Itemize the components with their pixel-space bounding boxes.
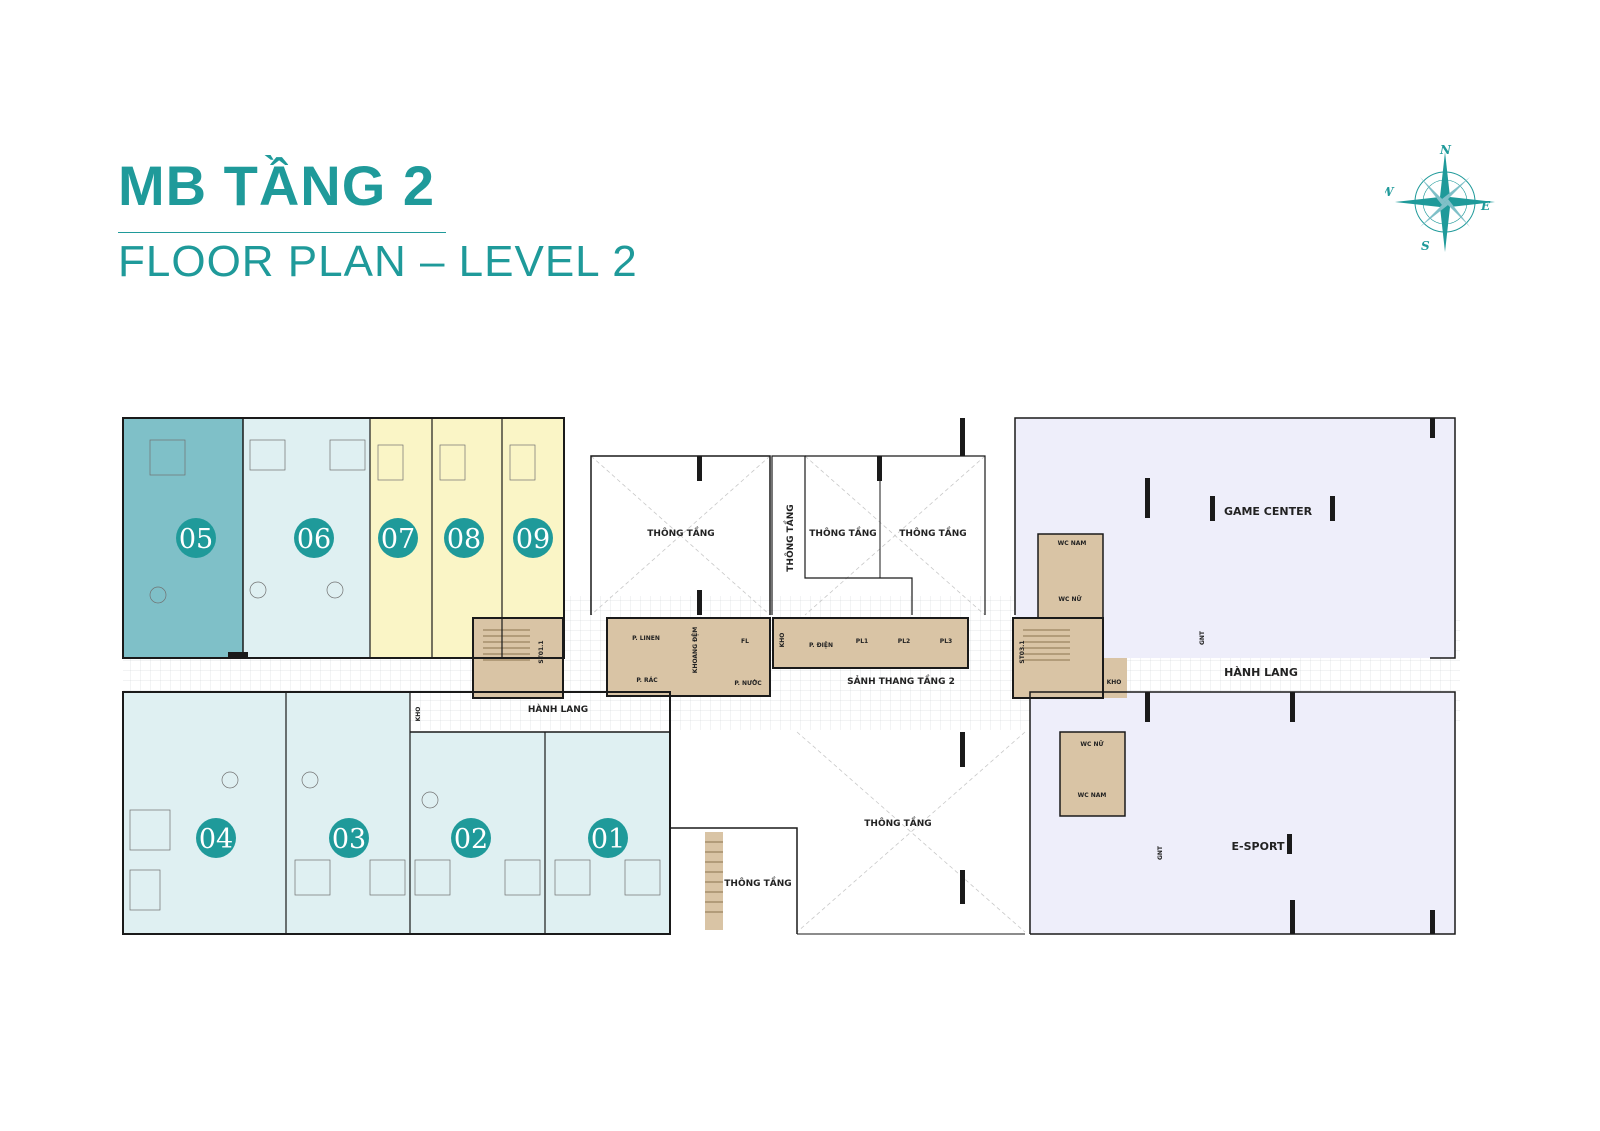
electrical-block [773, 618, 968, 668]
label-wc-nam-top: WC NAM [1058, 540, 1087, 547]
unit-01-label: 01 [591, 824, 625, 855]
unit-07-label: 07 [381, 524, 415, 555]
wc-bottom [1060, 732, 1125, 816]
label-fl: FL [741, 638, 749, 645]
label-gnt-2: GNT [1157, 845, 1164, 860]
bottom-units-outline [122, 691, 671, 935]
label-p-dien: P. ĐIỆN [809, 641, 833, 649]
unit-09-label: 09 [516, 524, 550, 555]
label-thong-tang-2: THÔNG TẦNG [809, 526, 876, 539]
top-units-outline [122, 417, 565, 659]
unit-04-badge: 04 [196, 818, 236, 858]
label-kho-left: KHO [415, 707, 422, 722]
label-p-rac: P. RÁC [636, 677, 658, 684]
unit-03-badge: 03 [329, 818, 369, 858]
stair-st03 [1013, 618, 1103, 698]
label-thong-tang-1: THÔNG TẦNG [647, 526, 714, 539]
label-pl2: PL2 [898, 638, 910, 645]
label-p-linen: P. LINEN [632, 635, 660, 642]
unit-02-badge: 02 [451, 818, 491, 858]
wc-top [1038, 534, 1103, 618]
label-e-sport: E-SPORT [1232, 840, 1285, 853]
compass-south: S [1421, 239, 1430, 253]
label-khoang-dem: KHOANG ĐỆM [691, 627, 699, 673]
compass-north: N [1439, 143, 1452, 157]
label-hanh-lang: HÀNH LANG [528, 703, 588, 715]
page-subtitle: FLOOR PLAN – LEVEL 2 [118, 237, 638, 286]
unit-05-label: 05 [179, 524, 213, 555]
label-pl3: PL3 [940, 638, 952, 645]
page-title: MB TẦNG 2 [118, 154, 435, 217]
unit-09-badge: 09 [513, 518, 553, 558]
label-thong-tang-vertical: THÔNG TẦNG [783, 504, 796, 571]
label-st03: ST03.1 [1019, 640, 1026, 663]
label-hanh-lang-right: HÀNH LANG [1224, 666, 1298, 679]
compass-west: W [1385, 185, 1395, 199]
label-thong-tang-5: THÔNG TẦNG [724, 876, 791, 889]
label-game-center: GAME CENTER [1224, 505, 1313, 518]
unit-03-area [286, 692, 410, 934]
label-wc-nu-bottom: WC NỮ [1080, 741, 1103, 748]
label-st01: ST01.1 [538, 640, 545, 663]
unit-08-badge: 08 [444, 518, 484, 558]
unit-04-label: 04 [199, 824, 233, 855]
unit-01-badge: 01 [588, 818, 628, 858]
label-sanh-thang: SẢNH THANG TẦNG 2 [847, 674, 955, 687]
label-thong-tang-4: THÔNG TẦNG [864, 816, 931, 829]
label-gnt-1: GNT [1199, 630, 1206, 645]
label-wc-nam-bottom: WC NAM [1078, 792, 1107, 799]
unit-06-label: 06 [297, 524, 331, 555]
unit-04-area [123, 692, 286, 934]
compass-rose-icon: N S E W [1385, 143, 1495, 253]
compass-east: E [1480, 199, 1491, 213]
unit-02-label: 02 [454, 824, 488, 855]
unit-03-label: 03 [332, 824, 366, 855]
unit-06-badge: 06 [294, 518, 334, 558]
label-kho-right: KHO [1107, 679, 1122, 686]
label-p-nuoc: P. NƯỚC [734, 680, 762, 687]
label-pl1: PL1 [856, 638, 868, 645]
service-block [607, 618, 770, 696]
label-thong-tang-3: THÔNG TẦNG [899, 526, 966, 539]
unit-08-label: 08 [447, 524, 481, 555]
unit-05-badge: 05 [176, 518, 216, 558]
label-wc-nu-top: WC NỮ [1058, 596, 1081, 603]
label-kho-center: KHO [779, 633, 786, 648]
title-divider [118, 232, 446, 233]
unit-07-badge: 07 [378, 518, 418, 558]
